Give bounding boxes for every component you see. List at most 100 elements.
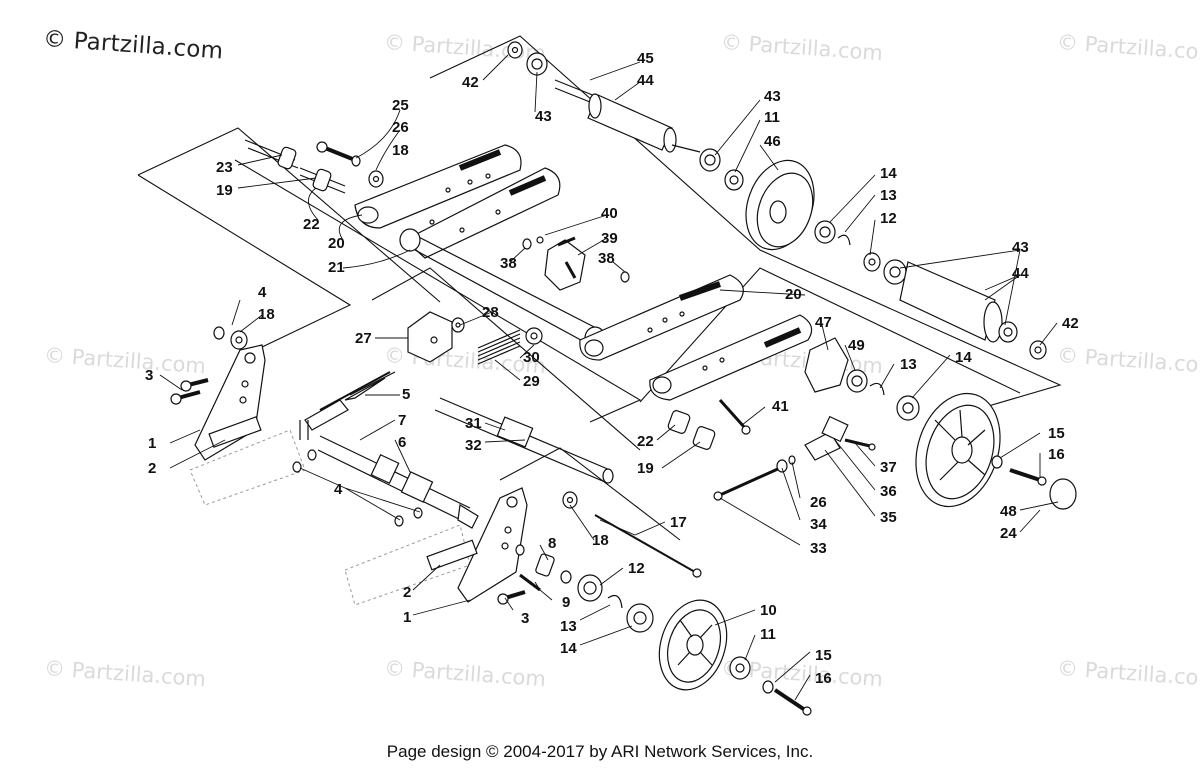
callout: 40 — [601, 205, 618, 222]
spacer — [804, 337, 849, 393]
callout: 26 — [392, 119, 409, 136]
callout: 42 — [462, 74, 479, 91]
callout: 43 — [764, 88, 781, 105]
callout: 13 — [880, 187, 897, 204]
callout: 16 — [1048, 446, 1065, 463]
callout: 21 — [328, 259, 345, 276]
callout: 45 — [637, 50, 654, 67]
callout: 35 — [880, 509, 897, 526]
callout: 18 — [258, 306, 275, 323]
callout: 23 — [216, 159, 233, 176]
callout: 12 — [628, 560, 645, 577]
callout: 43 — [1012, 239, 1029, 256]
callout: 3 — [521, 610, 529, 627]
callout: 39 — [601, 230, 618, 247]
outline-front-arm — [234, 159, 642, 423]
leader-lines — [159, 54, 1059, 701]
callout: 6 — [398, 434, 406, 451]
callout: 1 — [148, 435, 156, 452]
callout: 14 — [880, 165, 897, 182]
spacer-tube — [899, 261, 996, 341]
callout: 15 — [1048, 425, 1065, 442]
idler-axle — [507, 41, 744, 191]
outline-lower-group — [499, 447, 681, 541]
rear-arm — [579, 274, 813, 401]
callout: 31 — [465, 415, 482, 432]
outline-idler-group — [429, 35, 1062, 413]
callout: 34 — [810, 516, 827, 533]
callout: 30 — [523, 349, 540, 366]
callout: 18 — [592, 532, 609, 549]
callout: 22 — [637, 433, 654, 450]
hub-cap — [1049, 478, 1077, 510]
callout: 1 — [403, 609, 411, 626]
callout: 32 — [465, 437, 482, 454]
callout: 19 — [637, 460, 654, 477]
callout: 22 — [303, 216, 320, 233]
spring-block — [407, 311, 453, 363]
outline-front-arm — [137, 127, 441, 303]
callout: 24 — [1000, 525, 1017, 542]
callout: 26 — [810, 494, 827, 511]
callout: 19 — [216, 182, 233, 199]
bracket — [804, 431, 841, 461]
callout: 28 — [482, 304, 499, 321]
callout: 18 — [392, 142, 409, 159]
side-plate — [457, 487, 528, 603]
callout: 38 — [500, 255, 517, 272]
callout: 20 — [328, 235, 345, 252]
callout: 43 — [535, 108, 552, 125]
callout: 33 — [810, 540, 827, 557]
front-arm — [354, 144, 561, 259]
callouts: 42 43 45 44 25 26 18 23 19 22 20 21 43 1… — [145, 50, 1079, 687]
callout: 27 — [355, 330, 372, 347]
callout: 10 — [760, 602, 777, 619]
callout: 4 — [258, 284, 267, 301]
callout: 12 — [880, 210, 897, 227]
callout: 9 — [562, 594, 570, 611]
idler-wheel — [745, 159, 815, 251]
callout: 25 — [392, 97, 409, 114]
outline-rear-arm — [639, 267, 1021, 403]
callout: 17 — [670, 514, 687, 531]
shaft — [299, 371, 614, 529]
bushing — [667, 410, 691, 434]
outline-spring-group — [371, 267, 641, 451]
spring — [477, 329, 521, 365]
callout: 7 — [398, 412, 406, 429]
bushing — [692, 426, 716, 450]
callout: 13 — [560, 618, 577, 635]
callout: 2 — [148, 460, 156, 477]
callout: 44 — [1012, 265, 1029, 282]
callout: 46 — [764, 133, 781, 150]
callout: 44 — [637, 72, 654, 89]
callout: 4 — [334, 481, 343, 498]
callout: 41 — [772, 398, 789, 415]
outline-front-arm — [137, 174, 352, 361]
callout: 47 — [815, 314, 832, 331]
side-plate — [194, 344, 266, 461]
callout: 5 — [402, 386, 410, 403]
callout: 13 — [900, 356, 917, 373]
rear-wheel — [915, 392, 1001, 508]
plate-block — [426, 539, 478, 571]
page-footer: Page design © 2004-2017 by ARI Network S… — [386, 742, 814, 761]
plate-block — [208, 416, 262, 448]
callout: 15 — [815, 647, 832, 664]
callout: 48 — [1000, 503, 1017, 520]
plate-hole — [244, 352, 256, 364]
callout: 8 — [548, 535, 556, 552]
bumper — [544, 239, 586, 291]
callout: 36 — [880, 483, 897, 500]
callout: 3 — [145, 367, 153, 384]
bogie-wheel — [658, 599, 728, 691]
callout: 11 — [764, 109, 780, 126]
callout: 11 — [760, 626, 776, 643]
callout: 37 — [880, 459, 897, 476]
callout: 16 — [815, 670, 832, 687]
callout: 38 — [598, 250, 615, 267]
callout: 2 — [403, 584, 411, 601]
callout: 14 — [560, 640, 577, 657]
